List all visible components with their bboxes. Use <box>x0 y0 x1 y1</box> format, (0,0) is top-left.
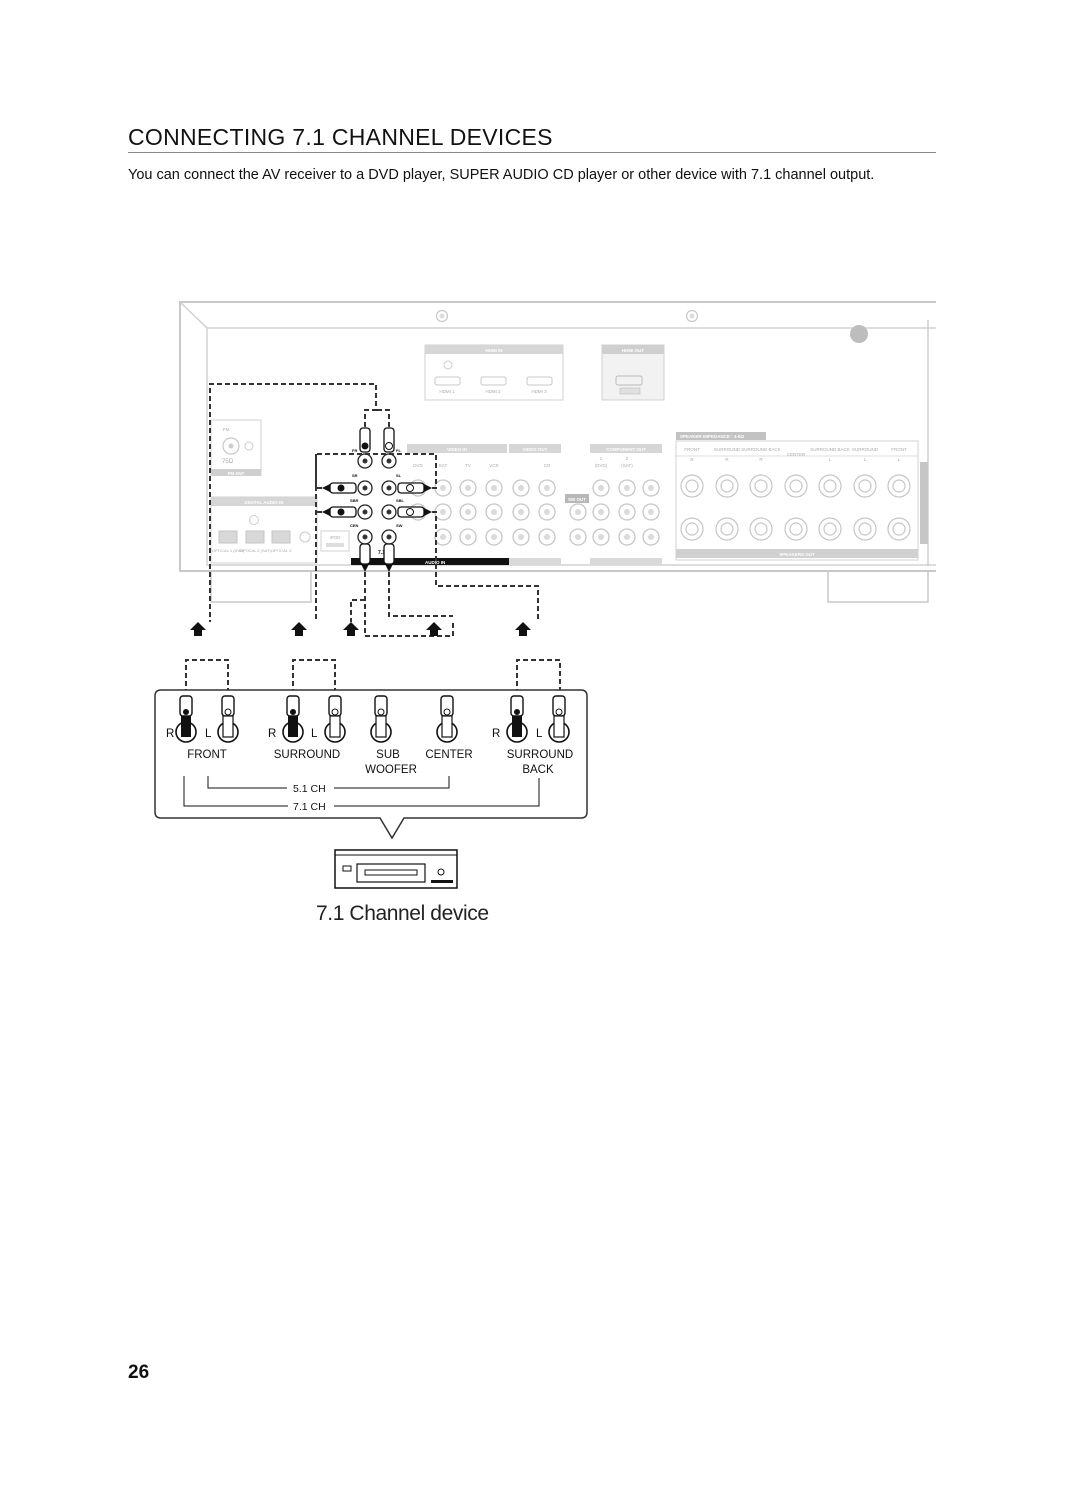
component-out-label: COMPONENT OUT <box>606 447 646 452</box>
component-num-2: 2 <box>626 456 629 461</box>
woofer-label: WOOFER <box>365 764 417 776</box>
jack-tag-fl: FL <box>396 448 401 453</box>
sw-out-label: SW OUT <box>568 497 586 502</box>
component-num-1: 1 <box>600 456 603 461</box>
speaker-rl-6: L <box>898 457 901 462</box>
surround-back-l-label: L <box>536 728 543 740</box>
speaker-col-surround-l: SURROUND <box>852 447 879 452</box>
direction-arrows <box>190 622 531 636</box>
dvd-player-icon <box>334 849 458 889</box>
jack-tag-sw: SW <box>396 523 403 528</box>
jack-tag-cen: CEN <box>350 523 359 528</box>
jack-tag-sr: SR <box>352 473 358 478</box>
surround-channel-label: SURROUND <box>274 749 340 761</box>
source-col-dvd: DVD <box>413 463 423 468</box>
component-src-2: (SAT) <box>621 463 633 468</box>
hdmi-port-1-label: HDMI 1 <box>439 389 455 394</box>
fm-label: FM <box>223 427 230 432</box>
arrow-up-icon <box>426 622 442 636</box>
source-col-cd: CD <box>544 463 551 468</box>
speakers-out-label: SPEAKERS OUT <box>779 552 815 557</box>
speaker-col-center: CENTER <box>787 452 806 457</box>
jack-tag-sbl: SBL <box>396 498 405 503</box>
jack-tag-fr: FR <box>352 448 357 453</box>
page-title: CONNECTING 7.1 CHANNEL DEVICES <box>128 124 553 150</box>
inserted-plugs <box>322 427 432 572</box>
speaker-col-front-l: FRONT <box>891 447 907 452</box>
multichannel-input-jacks: FR FL SR SL SBR SBL CEN SW <box>350 448 405 545</box>
sub-label: SUB <box>376 749 400 761</box>
surround-back-r-label: R <box>492 728 500 740</box>
cable-routes <box>185 383 561 694</box>
front-r-label: R <box>166 728 174 740</box>
intro-text: You can connect the AV receiver to a DVD… <box>128 167 875 183</box>
digital-audio-in-label: DIGITAL AUDIO IN <box>245 500 284 505</box>
fm-ant-label: FM ANT <box>228 471 245 476</box>
jack-tag-sl: SL <box>396 473 402 478</box>
front-l-label: L <box>205 728 212 740</box>
device-caption: 7.1 Channel device <box>316 902 489 925</box>
receiver-rear-panel: HDMI IN HDMI 1 HDMI 2 HDMI 3 HDMI OUT FM… <box>179 301 936 603</box>
hdmi-out-label: HDMI OUT <box>622 348 644 353</box>
page-number: 26 <box>128 1362 150 1383</box>
speaker-rl-3: R <box>759 457 763 462</box>
surround-r-label: R <box>268 728 276 740</box>
arrow-up-icon <box>515 622 531 636</box>
speaker-col-front-r: FRONT <box>684 447 700 452</box>
device-output-panel: R L R L R L FRONT SURROUND SUB WOOFER CE… <box>154 689 588 840</box>
source-col-sat: SAT <box>439 463 448 468</box>
hdmi-in-label: HDMI IN <box>485 348 502 353</box>
optical-1-label: OPTICAL 1 (DVD) <box>212 548 245 553</box>
video-out-label: VIDEO OUT <box>523 447 548 452</box>
audio-in-label: AUDIO IN <box>425 560 445 565</box>
arrow-up-icon <box>190 622 206 636</box>
ch51-label: 5.1 CH <box>293 783 326 795</box>
speaker-col-sb-l: SURROUND BACK <box>810 447 850 452</box>
speaker-rl-2: R <box>725 457 729 462</box>
surround-back-label-2: BACK <box>522 764 554 776</box>
optical-3-label: OPTICAL 3 <box>271 548 292 553</box>
arrow-up-icon <box>291 622 307 636</box>
surround-l-label: L <box>311 728 318 740</box>
title-rule <box>128 152 936 153</box>
video-in-label: VIDEO IN <box>447 447 467 452</box>
ch71-label: 7.1 CH <box>293 801 326 813</box>
source-col-tv: TV <box>465 463 471 468</box>
arrow-up-icon <box>343 622 359 636</box>
hdmi-port-2-label: HDMI 2 <box>485 389 501 394</box>
speaker-rl-1: R <box>690 457 694 462</box>
ohm-label: 75Ω <box>222 459 234 465</box>
speaker-impedance-label: SPEAKER IMPEDANCE : 4-8Ω <box>680 434 745 439</box>
speaker-rl-5: L <box>864 457 867 462</box>
speaker-col-surround-r: SURROUND <box>714 447 741 452</box>
center-channel-label: CENTER <box>425 749 472 761</box>
hdmi-port-3-label: HDMI 3 <box>531 389 547 394</box>
front-channel-label: FRONT <box>187 749 227 761</box>
source-col-vcr: VCR <box>489 463 499 468</box>
optical-2-label: OPTICAL 2 (SAT) <box>239 548 271 553</box>
jack-tag-sbr: SBR <box>350 498 359 503</box>
ipod-label: iPOD <box>330 535 342 540</box>
surround-back-label-1: SURROUND <box>507 749 573 761</box>
component-src-1: (DVD) <box>595 463 608 468</box>
speaker-col-sb-r: SURROUND BACK <box>741 447 781 452</box>
speaker-rl-4: L <box>829 457 832 462</box>
